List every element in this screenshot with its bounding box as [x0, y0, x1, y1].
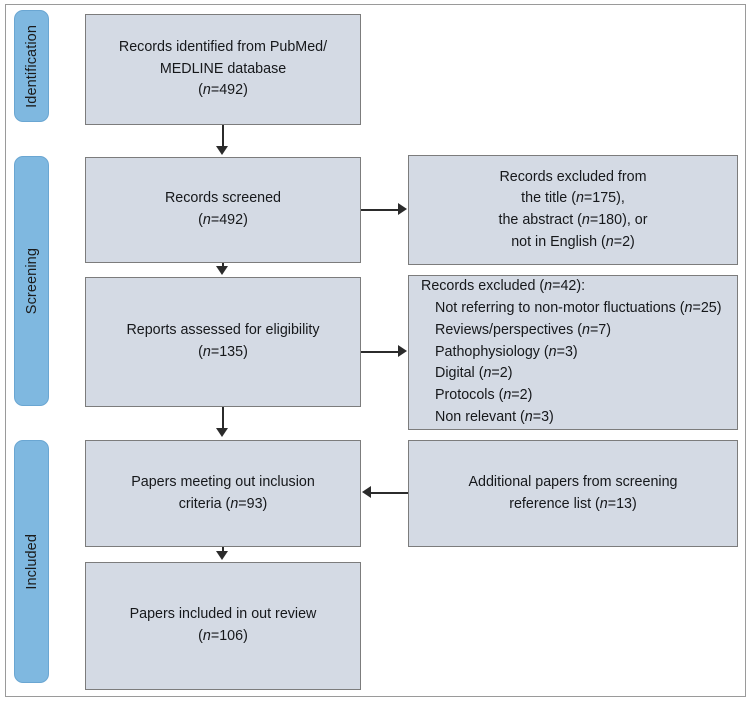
excluded-reason-item: Non relevant (n=3) — [435, 408, 554, 425]
stage-label-included: Included — [23, 533, 40, 590]
arrow-eligibility-to-inclusion-line — [222, 407, 224, 429]
arrow-additional-to-inclusion-head — [362, 486, 371, 498]
box-included-line1: Papers included in out review — [129, 606, 317, 623]
arrow-screened-to-eligibility-head — [216, 266, 228, 275]
excluded-reason-item: Pathophysiology (n=3) — [435, 343, 578, 360]
stage-pill-included: Included — [14, 440, 49, 683]
excluded-screen-line1: Records excluded from — [499, 168, 647, 185]
box-eligibility-count: (n=135) — [198, 344, 248, 360]
stage-pill-screening: Screening — [14, 156, 49, 406]
excluded-screen-line2: the title (n=175), — [521, 190, 625, 207]
additional-line1: Additional papers from screening — [468, 473, 678, 490]
excluded-screen-line3: the abstract (n=180), or — [498, 212, 648, 228]
box-records-identified: Records identified from PubMed/ MEDLINE … — [85, 14, 361, 125]
excluded-reason-item: Reviews/perspectives (n=7) — [435, 321, 612, 338]
arrow-inclusion-to-included-line — [222, 547, 224, 553]
arrow-screened-to-eligibility-line — [222, 263, 224, 268]
box-screened-count: (n=492) — [198, 212, 248, 228]
arrow-inclusion-to-included-head — [216, 551, 228, 560]
arrow-identified-to-screened-line — [222, 125, 224, 148]
additional-line2: reference list (n=13) — [509, 495, 637, 512]
box-inclusion-line2: criteria (n=93) — [178, 495, 268, 512]
box-eligibility-line1: Reports assessed for eligibility — [126, 322, 320, 339]
box-included-count: (n=106) — [198, 628, 248, 644]
excluded-screen-line4: not in English (n=2) — [511, 233, 635, 250]
box-papers-meeting-inclusion-criteria: Papers meeting out inclusion criteria (n… — [85, 440, 361, 547]
arrow-eligibility-to-inclusion-head — [216, 428, 228, 437]
stage-label-screening: Screening — [23, 247, 40, 315]
box-reports-assessed-eligibility: Reports assessed for eligibility (n=135) — [85, 277, 361, 407]
box-screened-line1: Records screened — [164, 190, 282, 207]
box-records-excluded-screening: Records excluded from the title (n=175),… — [408, 155, 738, 265]
box-additional-papers: Additional papers from screening referen… — [408, 440, 738, 547]
stage-pill-identification: Identification — [14, 10, 49, 122]
excluded-reason-item: Not referring to non-motor fluctuations … — [435, 300, 722, 317]
excluded-reasons-list: Records excluded (n=42): Not referring t… — [421, 276, 725, 428]
stage-label-identification: Identification — [23, 24, 40, 108]
box-records-screened: Records screened (n=492) — [85, 157, 361, 263]
box-identified-line1: Records identified from PubMed/ — [118, 38, 328, 55]
box-records-excluded-eligibility: Records excluded (n=42): Not referring t… — [408, 275, 738, 430]
box-papers-included-review: Papers included in out review (n=106) — [85, 562, 361, 690]
arrow-identified-to-screened-head — [216, 146, 228, 155]
arrow-eligibility-to-excluded-line — [361, 351, 399, 353]
arrow-eligibility-to-excluded-head — [398, 345, 407, 357]
box-identified-count: (n=492) — [198, 82, 248, 99]
arrow-screened-to-excluded-head — [398, 203, 407, 215]
box-inclusion-line1: Papers meeting out inclusion — [131, 473, 315, 490]
excluded-reason-item: Protocols (n=2) — [435, 387, 533, 404]
arrow-additional-to-inclusion-line — [371, 492, 408, 494]
excluded-reasons-heading: Records excluded (n=42): — [421, 278, 586, 295]
excluded-reason-item: Digital (n=2) — [435, 365, 513, 382]
arrow-screened-to-excluded-line — [361, 209, 399, 211]
box-identified-line2: MEDLINE database — [159, 60, 287, 77]
